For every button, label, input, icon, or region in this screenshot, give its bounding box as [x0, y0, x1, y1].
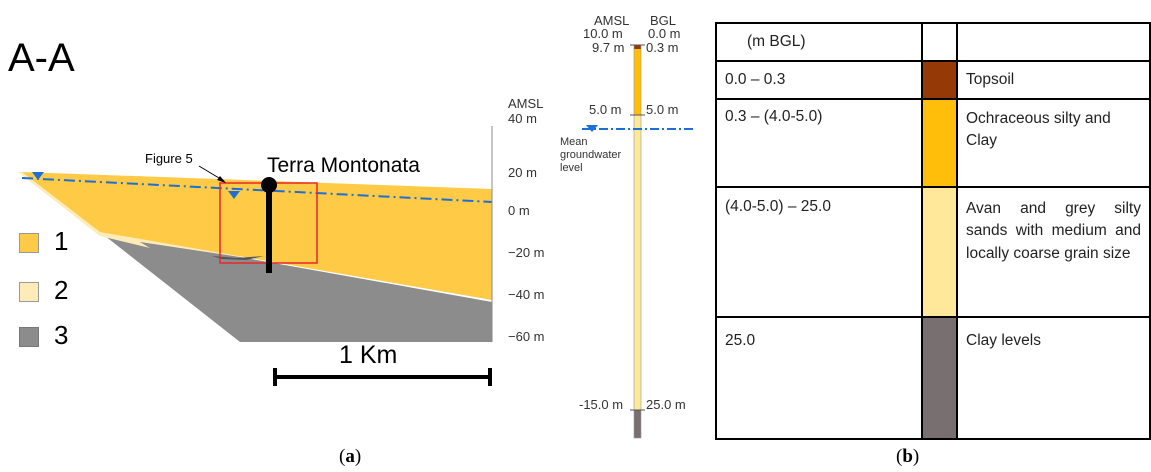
- water-table-line: [21, 177, 493, 203]
- row-description: Clay levels: [956, 316, 1151, 440]
- scale-bar-label: 1 Km: [339, 341, 398, 369]
- borehole-topsoil: [634, 45, 641, 49]
- elevation-tick: −40 m: [508, 287, 545, 302]
- table-row: 0.3 – (4.0-5.0) Ochraceous silty and Cla…: [715, 98, 1151, 188]
- borehole-amsl-label: 9.7 m: [592, 40, 625, 55]
- elevation-tick: 20 m: [508, 165, 537, 180]
- table-row: (4.0-5.0) – 25.0 Avan and grey silty san…: [715, 186, 1151, 318]
- table-row: 0.0 – 0.3 Topsoil: [715, 60, 1151, 100]
- borehole-column: [630, 44, 645, 439]
- table-row: 25.0 Clay levels: [715, 316, 1151, 440]
- borehole-amsl-label: 5.0 m: [589, 102, 622, 117]
- borehole-bgl-header: BGL: [650, 13, 677, 28]
- legend-label-1: 1: [54, 226, 69, 256]
- callout-arrowhead: [217, 176, 226, 183]
- row-description: Ochraceous silty and Clay: [956, 98, 1151, 188]
- elevation-axis-title: AMSL: [508, 96, 544, 111]
- borehole-amsl-label: 10.0 m: [583, 26, 623, 41]
- borehole-bgl-label: 5.0 m: [646, 102, 679, 117]
- header-swatch-col: [921, 22, 958, 62]
- layer-3-clay: [100, 232, 492, 342]
- elevation-tick: −60 m: [508, 329, 545, 344]
- row-depth: 0.3 – (4.0-5.0): [715, 98, 923, 188]
- groundwater-marker: [586, 125, 598, 132]
- row-swatch-ochre: [921, 98, 958, 188]
- header-depth: (m BGL): [715, 22, 923, 62]
- elevation-tick: −20 m: [508, 245, 545, 260]
- borehole-bgl-label: 0.0 m: [648, 26, 681, 41]
- figure-5-callout-label: Figure 5: [145, 151, 193, 166]
- groundwater-label-line: groundwater: [560, 149, 622, 161]
- site-label: Terra Montonata: [267, 154, 420, 177]
- borehole-amsl-label: -15.0 m: [579, 397, 624, 412]
- borehole-clay: [634, 410, 641, 438]
- borehole-sand: [634, 115, 641, 410]
- legend-swatch-2: [19, 282, 39, 302]
- legend-swatch-1: [19, 233, 39, 253]
- stratigraphy-table: (m BGL) 0.0 – 0.3 Topsoil 0.3 – (4.0-5.0…: [715, 22, 1151, 440]
- row-swatch-clay: [921, 316, 958, 440]
- caption-a: (a): [339, 446, 362, 467]
- legend-label-2: 2: [54, 275, 69, 305]
- caption-b: (b): [896, 446, 920, 467]
- borehole-bgl-label: 0.3 m: [646, 40, 679, 55]
- header-description: [956, 22, 1151, 62]
- row-description: Topsoil: [956, 60, 1151, 100]
- cross-section: [18, 126, 493, 386]
- borehole-ochre: [634, 49, 641, 115]
- row-depth: (4.0-5.0) – 25.0: [715, 186, 923, 318]
- row-depth: 25.0: [715, 316, 923, 440]
- elevation-tick: 0 m: [508, 203, 530, 218]
- well-head: [261, 177, 277, 193]
- legend-label-3: 3: [54, 320, 69, 350]
- elevation-tick: 40 m: [508, 111, 537, 126]
- layer-1-silt: [22, 172, 492, 300]
- row-swatch-topsoil: [921, 60, 958, 100]
- row-description: Avan and grey silty sands with medium an…: [956, 186, 1151, 318]
- row-depth: 0.0 – 0.3: [715, 60, 923, 100]
- water-table-marker-mid: [228, 191, 240, 199]
- legend-swatch-3: [19, 327, 39, 347]
- groundwater-label-line: level: [560, 162, 583, 174]
- borehole-groundwater: [582, 125, 694, 132]
- borehole-amsl-header: AMSL: [594, 13, 630, 28]
- groundwater-label-line: Mean: [560, 136, 588, 148]
- dark-lens: [212, 256, 264, 260]
- water-table-marker-left: [32, 172, 44, 180]
- table-header-row: (m BGL): [715, 22, 1151, 62]
- section-label: A-A: [8, 36, 75, 80]
- row-swatch-sand: [921, 186, 958, 318]
- borehole-bgl-label: 25.0 m: [646, 397, 686, 412]
